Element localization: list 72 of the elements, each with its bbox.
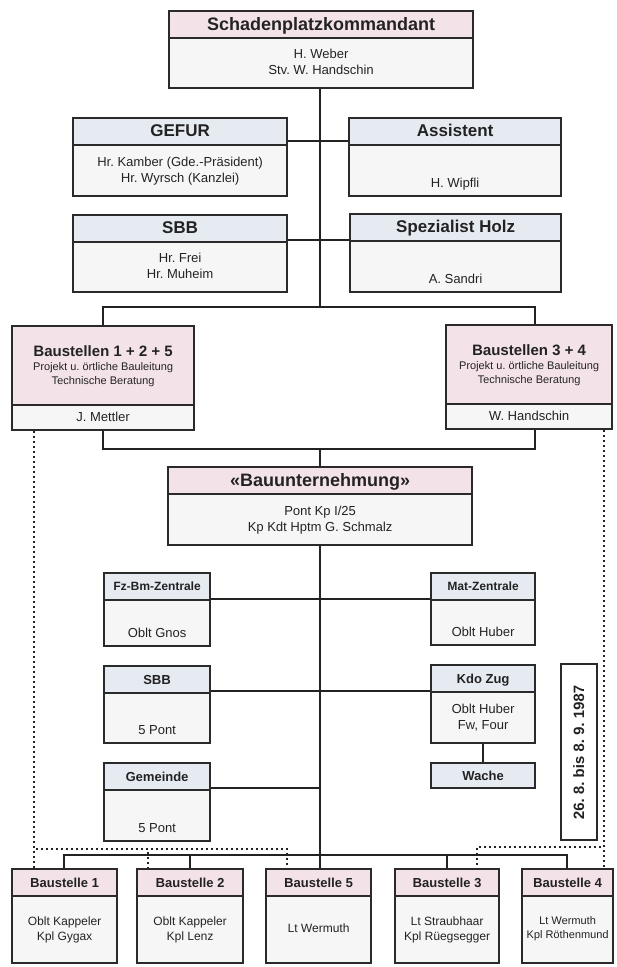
name-text: Pont Kp I/25 xyxy=(284,502,356,518)
role-text: Technische Beratung xyxy=(52,374,154,388)
name-text: Hr. Wyrsch (Kanzlei) xyxy=(120,170,240,186)
connector-line xyxy=(319,430,536,466)
name-text: Kpl Röthenmund xyxy=(526,928,608,942)
box-title: Baustellen 3 + 4 xyxy=(472,342,586,360)
org-box xyxy=(11,325,195,431)
box-title: Baustellen 1 + 2 + 5 xyxy=(33,343,173,362)
role-text: Projekt u. örtliche Bauleitung xyxy=(458,360,600,374)
date-label: 26. 8. bis 8. 9. 1987 xyxy=(560,663,598,841)
box-title: Baustelle 4 xyxy=(533,874,602,890)
box-title: «Bauunternehmung» xyxy=(230,470,410,492)
name-text: Lt Wermuth xyxy=(288,921,350,936)
org-box xyxy=(103,762,211,842)
name-text: Hr. Frei xyxy=(158,250,202,266)
name-text: 5 Pont xyxy=(138,820,176,836)
box-title: Fz-Bm-Zentrale xyxy=(113,579,201,594)
org-box xyxy=(72,117,288,197)
name-text: H. Wipfli xyxy=(430,175,480,191)
org-box xyxy=(103,572,211,647)
box-title: Spezialist Holz xyxy=(396,217,516,238)
name-text: Oblt Huber xyxy=(452,624,514,640)
name-text: Kpl Rüegsegger xyxy=(404,928,490,943)
name-text: Stv. W. Handschin xyxy=(268,62,374,78)
box-title: SBB xyxy=(143,672,171,688)
org-box xyxy=(167,466,473,546)
name-text: Oblt Gnos xyxy=(128,625,186,641)
box-title: Baustelle 3 xyxy=(412,874,482,890)
org-box xyxy=(445,324,613,430)
name-text: H. Weber xyxy=(294,46,348,62)
box-title: Baustelle 2 xyxy=(156,874,224,890)
org-box xyxy=(394,868,500,964)
org-box xyxy=(11,868,118,964)
name-text: Hr. Muheim xyxy=(146,266,214,282)
name-text: Hr. Kamber (Gde.-Präsident) xyxy=(97,154,263,170)
org-box xyxy=(521,868,614,964)
name-text: A. Sandri xyxy=(428,271,482,287)
box-title: Baustelle 5 xyxy=(284,874,353,890)
role-text: Projekt u. örtliche Bauleitung xyxy=(32,361,174,374)
name-text: Lt Straubhaar xyxy=(410,914,484,928)
box-title: Gemeinde xyxy=(126,768,188,784)
box-title: Wache xyxy=(462,768,504,784)
box-title: SBB xyxy=(162,218,198,239)
org-box xyxy=(103,665,211,744)
name-text: Oblt Huber xyxy=(452,700,514,716)
name-text: Lt Wermuth xyxy=(539,915,596,928)
name-text: Fw, Four xyxy=(458,716,508,732)
org-box xyxy=(168,10,474,89)
org-box xyxy=(72,214,288,293)
name-text: 5 Pont xyxy=(138,722,176,738)
org-box xyxy=(430,762,536,789)
org-box xyxy=(265,868,372,964)
org-box xyxy=(348,117,562,197)
name-text: Kpl Lenz xyxy=(166,928,214,943)
box-title: Assistent xyxy=(416,121,494,142)
box-title: Kdo Zug xyxy=(456,670,510,686)
box-title: Baustelle 1 xyxy=(30,874,99,890)
name-text: W. Handschin xyxy=(488,408,570,424)
name-text: Kp Kdt Hptm G. Schmalz xyxy=(248,518,392,534)
name-text: Oblt Kappeler xyxy=(153,914,227,928)
name-text: Oblt Kappeler xyxy=(28,914,102,928)
box-title: Schadenplatzkommandant xyxy=(206,14,436,36)
box-title: GEFUR xyxy=(150,121,210,142)
org-box xyxy=(430,572,536,646)
name-text: Kpl Gygax xyxy=(36,928,92,943)
box-title: Mat-Zentrale xyxy=(447,579,519,594)
connector-line xyxy=(482,744,484,762)
org-box xyxy=(349,213,562,293)
role-text: Technische Beratung xyxy=(478,374,580,387)
name-text: J. Mettler xyxy=(76,408,130,424)
org-box xyxy=(136,868,244,964)
org-box xyxy=(430,664,536,744)
